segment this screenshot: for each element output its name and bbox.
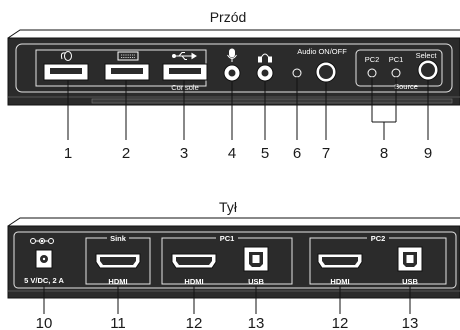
keyboard-icon [117, 51, 139, 61]
sink-label: Sink [110, 234, 127, 243]
front-leader-lines [67, 77, 429, 140]
callout-13-pc2: 13 [402, 315, 419, 330]
headphone-icon [258, 53, 272, 63]
pc1-led-label: PC1 [389, 55, 404, 64]
usb-b-port-pc1[interactable] [243, 246, 269, 272]
callout-6: 6 [293, 145, 301, 162]
sink-label-bg [107, 233, 129, 243]
usb-port-keyboard[interactable] [104, 63, 150, 81]
mic-jack[interactable] [223, 64, 241, 82]
pc2-label: PC2 [371, 234, 386, 243]
back-title: Tył [219, 199, 238, 215]
source-label: Source [394, 82, 418, 91]
pc2-led [367, 68, 377, 78]
usb-port-mouse[interactable] [43, 63, 89, 81]
hdmi-port-sink[interactable] [95, 253, 141, 269]
select-label: Select [416, 51, 438, 60]
callout-7: 7 [322, 145, 330, 162]
usb-symbol-icon [172, 52, 197, 60]
callout-10: 10 [36, 315, 53, 330]
usb-port-console[interactable] [162, 63, 208, 81]
hdmi-port-pc1[interactable] [171, 253, 217, 269]
audio-led [292, 68, 302, 78]
hdmi-label-pc1: HDMI [184, 277, 203, 286]
callout-1: 1 [64, 145, 72, 162]
audio-onoff-label: Audio ON/OFF [297, 47, 347, 56]
audio-onoff-button[interactable] [315, 61, 337, 83]
callout-11: 11 [110, 315, 126, 330]
callout-13-pc1: 13 [248, 315, 265, 330]
dc-power-jack[interactable] [35, 249, 53, 269]
callout-8: 8 [380, 145, 388, 162]
pc2-led-label: PC2 [365, 55, 380, 64]
pc2-label-bg [367, 233, 389, 243]
callout-3: 3 [180, 145, 188, 162]
callout-9: 9 [424, 145, 432, 162]
usb-label-pc2: USB [402, 277, 418, 286]
usb-label-pc1: USB [248, 277, 264, 286]
usb-b-port-pc2[interactable] [397, 246, 423, 272]
select-button[interactable] [417, 59, 439, 81]
power-rating-label: 5 V/DC, 2 A [24, 276, 64, 285]
microphone-icon [227, 48, 237, 62]
dc-polarity-icon [30, 238, 54, 244]
front-title: Przód [210, 9, 247, 25]
hdmi-port-pc2[interactable] [317, 253, 363, 269]
callout-4: 4 [228, 145, 236, 162]
source-group-frame [355, 49, 443, 87]
headphone-jack[interactable] [256, 64, 274, 82]
callout-5: 5 [261, 145, 269, 162]
console-label: Console [171, 83, 199, 92]
callout-2: 2 [122, 145, 130, 162]
hdmi-label-pc2: HDMI [330, 277, 349, 286]
mouse-icon [60, 51, 72, 61]
callout-12-pc2: 12 [332, 315, 349, 330]
back-leader-lines [43, 286, 411, 314]
pc1-led [391, 68, 401, 78]
hdmi-label-sink: HDMI [108, 277, 127, 286]
pc1-label-bg [216, 233, 238, 243]
pc1-label: PC1 [220, 234, 235, 243]
back-panel [7, 217, 460, 299]
callout-12-pc1: 12 [186, 315, 203, 330]
